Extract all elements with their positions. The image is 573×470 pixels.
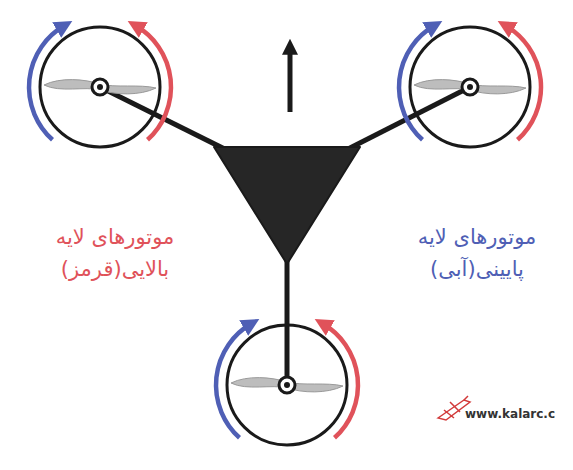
rotation-arrow-blue [216,324,252,438]
rotation-arrow-red [506,26,542,140]
propeller [414,79,526,95]
direction-arrow [288,50,293,112]
watermark-url: www.kalarc.c [465,405,569,423]
rotation-arrow-red [323,324,358,438]
upper-layer-label: موتورهای لایه بالایی(قرمز) [30,222,200,285]
rotation-arrow-blue [399,26,435,140]
frame-body [214,147,360,264]
rotor-ring [40,27,160,147]
rotation-arrow-red [136,26,171,140]
lower-layer-label: موتورهای لایه پایینی(آبی) [388,222,566,285]
rotor-ring [227,325,347,445]
propeller [231,377,343,393]
propeller [44,79,156,95]
rotor-ring [410,27,530,147]
rotation-arrow-blue [29,26,65,140]
